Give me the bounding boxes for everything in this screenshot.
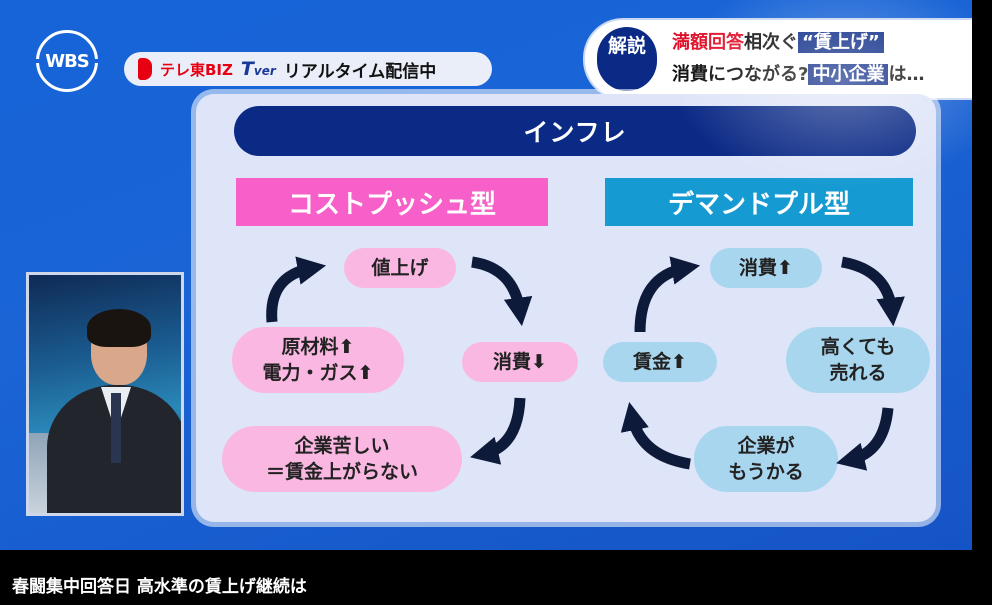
topic-line2-highlight: 中小企業 xyxy=(808,64,889,85)
node-companies-line1: 企業苦しい xyxy=(294,435,390,457)
node-profit-line2: もうかる xyxy=(728,461,804,483)
tver-logo: Tver xyxy=(241,58,276,80)
wbs-logo: WBS xyxy=(36,30,98,92)
topic-line-1: 満額回答相次ぐ“賃上げ” xyxy=(672,28,884,54)
node-materials-energy: 原材料⬆ 電力・ガス⬆ xyxy=(232,327,404,393)
cost-push-title: コストプッシュ型 xyxy=(236,178,548,226)
broadcaster-name: テレ東BIZ xyxy=(160,60,233,79)
node-sells-line1: 高くても xyxy=(820,336,896,358)
node-companies-profit: 企業が もうかる xyxy=(694,426,838,492)
demand-pull-title: デマンドプル型 xyxy=(605,178,913,226)
presenter-tie xyxy=(111,393,121,463)
tver-logo-main: T xyxy=(240,58,254,80)
stream-banner: テレ東BIZ Tver リアルタイム配信中 xyxy=(124,52,492,86)
realtime-label: リアルタイム配信中 xyxy=(283,61,437,82)
video-caption: 春闘集中回答日 高水準の賃上げ継続は xyxy=(12,577,307,597)
node-consumption-down: 消費⬇ xyxy=(462,342,578,382)
broadcast-frame: WBS テレ東BIZ Tver リアルタイム配信中 解説 満額回答相次ぐ“賃上げ… xyxy=(0,0,972,550)
node-wages-up: 賃金⬆ xyxy=(603,342,717,382)
node-materials-line2: 電力・ガス⬆ xyxy=(262,362,374,384)
topic-line-2: 消費につながる?中小企業は… xyxy=(672,60,924,86)
tv-tokyo-icon xyxy=(138,58,152,80)
kaisetsu-badge: 解説 xyxy=(597,27,657,91)
node-companies-struggle: 企業苦しい ＝賃金上がらない xyxy=(222,426,462,492)
presenter-camera xyxy=(26,272,184,516)
node-profit-line1: 企業が xyxy=(737,435,795,457)
tver-logo-sub: ver xyxy=(253,64,276,78)
node-price-up: 値上げ xyxy=(344,248,456,288)
node-materials-line1: 原材料⬆ xyxy=(281,336,355,358)
presenter-hair xyxy=(87,309,151,347)
topic-line1-highlight: “賃上げ” xyxy=(798,32,884,53)
topic-line2-post: は… xyxy=(888,64,925,85)
kaisetsu-text: 解説 xyxy=(607,35,646,57)
node-consumption-up: 消費⬆ xyxy=(710,248,822,288)
node-sells-line2: 売れる xyxy=(829,362,887,384)
node-companies-line2: ＝賃金上がらない xyxy=(265,461,418,483)
wbs-logo-text: WBS xyxy=(45,50,90,72)
node-sells-high: 高くても 売れる xyxy=(786,327,930,393)
inflation-header: インフレ xyxy=(234,106,916,156)
topic-line1-mid: 相次ぐ xyxy=(744,32,798,53)
topic-line1-red: 満額回答 xyxy=(672,32,744,53)
topic-line2-pre: 消費につながる? xyxy=(672,64,809,85)
